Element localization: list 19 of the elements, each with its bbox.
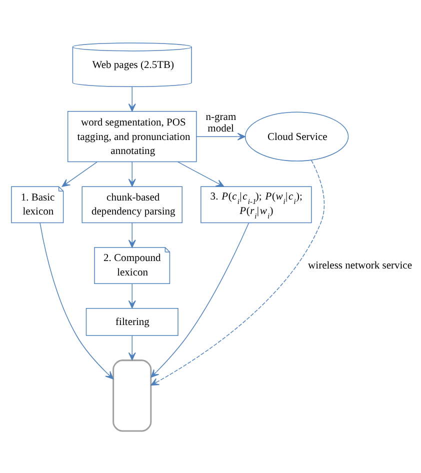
arrow	[40, 222, 114, 379]
node-box: 3. P(c$_{i}$|c$_{i-1}$); P(w$_{i}$|c$_{i}$); P(r$_{i}$|w$_{i}$)	[200, 186, 312, 223]
arrow	[128, 222, 136, 248]
arrow	[150, 222, 250, 378]
node-box: chunk-based dependency parsing	[82, 186, 182, 223]
node-phone	[112, 359, 152, 432]
arrow	[128, 282, 136, 308]
edge-label: wireless network service	[308, 260, 412, 271]
arrow	[178, 161, 224, 186]
arrow	[128, 86, 136, 112]
arrow	[128, 334, 136, 360]
arrow	[62, 161, 98, 186]
arrow	[150, 159, 325, 386]
node-box: word segmentation, POS tagging, and pronunciation annotating	[67, 110, 197, 162]
node-box: filtering	[86, 308, 178, 336]
edge-label: n-gram model	[206, 112, 236, 134]
node-ellipse: Cloud Service	[244, 111, 349, 161]
arrow	[196, 132, 246, 140]
arrow	[128, 161, 136, 186]
